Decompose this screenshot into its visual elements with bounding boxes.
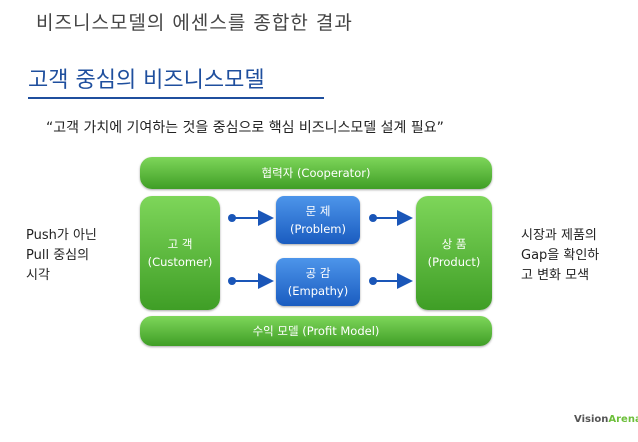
customer-box: 고 객 (Customer) bbox=[140, 196, 220, 310]
product-box: 상 품 (Product) bbox=[416, 196, 492, 310]
empathy-sublabel: (Empathy) bbox=[287, 284, 349, 298]
problem-label: 문 제 bbox=[305, 204, 331, 218]
cooperator-label: 협력자 (Cooperator) bbox=[261, 166, 371, 180]
problem-sublabel: (Problem) bbox=[290, 222, 346, 236]
empathy-label: 공 감 bbox=[305, 266, 331, 280]
arrow-customer-empathy bbox=[228, 273, 274, 289]
profit-model-bar: 수익 모델 (Profit Model) bbox=[140, 316, 492, 346]
arrow-customer-problem bbox=[228, 210, 274, 226]
page-title: 비즈니스모델의 에센스를 종합한 결과 bbox=[36, 12, 353, 34]
arrow-problem-product bbox=[369, 210, 413, 226]
profit-model-label: 수익 모델 (Profit Model) bbox=[252, 324, 380, 338]
problem-box: 문 제 (Problem) bbox=[276, 196, 360, 244]
empathy-box: 공 감 (Empathy) bbox=[276, 258, 360, 306]
quote-text: “고객 가치에 기여하는 것을 중심으로 핵심 비즈니스모델 설계 필요” bbox=[46, 120, 444, 136]
section-title: 고객 중심의 비즈니스모델 bbox=[28, 68, 265, 93]
arrow-empathy-product bbox=[369, 273, 413, 289]
customer-label: 고 객 bbox=[167, 237, 193, 251]
product-sublabel: (Product) bbox=[427, 255, 481, 269]
customer-sublabel: (Customer) bbox=[147, 255, 213, 269]
product-label: 상 품 bbox=[441, 237, 467, 251]
right-note: 시장과 제품의 Gap을 확인하 고 변화 모색 bbox=[521, 228, 600, 283]
cooperator-bar: 협력자 (Cooperator) bbox=[140, 157, 492, 189]
left-note: Push가 아닌 Pull 중심의 시각 bbox=[26, 228, 97, 283]
section-title-underline bbox=[28, 97, 324, 99]
vision-arena-logo: VisionArena bbox=[574, 414, 638, 425]
